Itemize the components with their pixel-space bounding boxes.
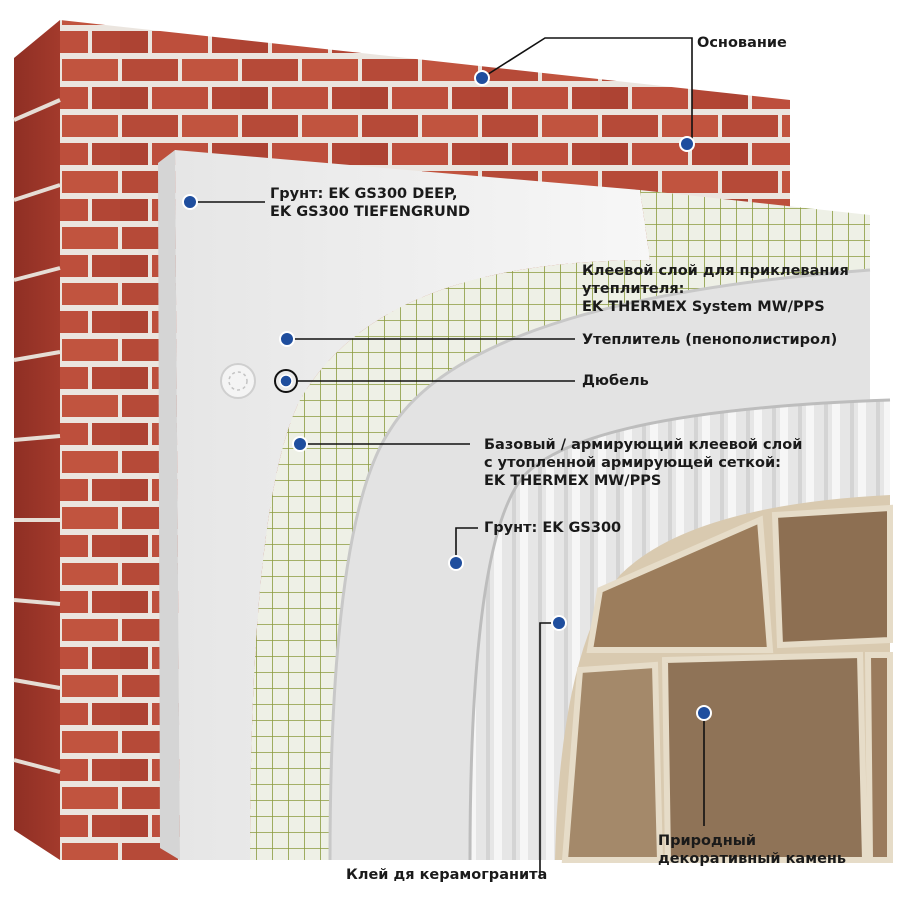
leader-lines <box>190 37 705 876</box>
label-stone: Природный декоративный камень <box>658 833 847 867</box>
label-base-layer: Базовый / армирующий клеевой слой с утоп… <box>484 437 803 489</box>
marker-tile-glue <box>551 615 567 631</box>
label-insulation: Утеплитель (пенополистирол) <box>582 332 838 348</box>
marker-stone <box>696 705 712 721</box>
leader-primer <box>455 527 478 563</box>
marker-primer-deep <box>182 194 198 210</box>
marker-dowel <box>274 369 298 393</box>
leader-tile-glue <box>539 622 553 876</box>
marker-primer <box>448 555 464 571</box>
marker-base-2 <box>679 136 695 152</box>
adhesive-plaster-layer <box>328 268 871 861</box>
decorative-stone-layer <box>555 495 893 863</box>
label-adhesive: Клеевой слой для приклевания утеплителя:… <box>582 263 849 315</box>
insulation-board-layer <box>158 150 650 860</box>
label-primer: Грунт: EK GS300 <box>484 520 622 536</box>
label-base: Основание <box>697 35 787 51</box>
marker-adhesive <box>279 331 295 347</box>
label-dowel: Дюбель <box>582 373 649 389</box>
marker-base-layer <box>292 436 308 452</box>
mesh-layer <box>250 190 870 860</box>
dowel-icon <box>220 363 256 399</box>
label-tile-glue: Клей дя керамогранита <box>346 867 548 883</box>
label-primer-deep: Грунт: EK GS300 DEEP, EK GS300 TIEFENGRU… <box>270 186 470 220</box>
markers <box>182 70 712 721</box>
marker-base-1 <box>474 70 490 86</box>
